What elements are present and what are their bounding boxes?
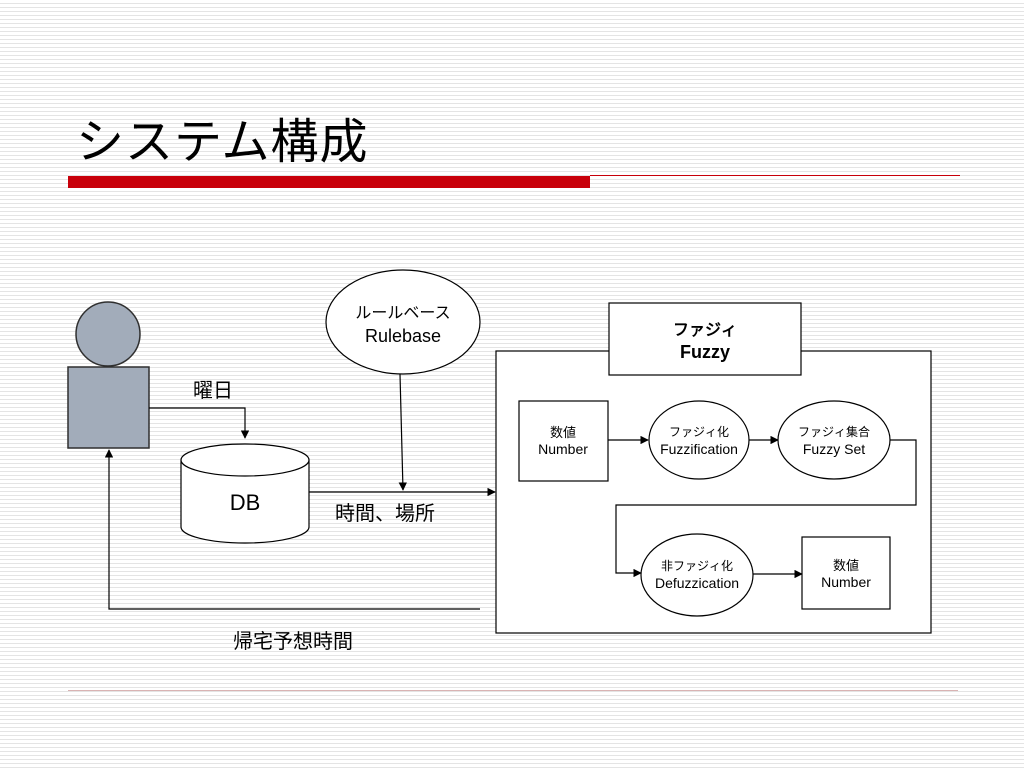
rulebase-arrow	[398, 373, 408, 491]
db-cylinder: DB	[180, 443, 310, 544]
user-figure	[67, 301, 150, 449]
return-time-label: 帰宅予想時間	[233, 629, 353, 653]
rulebase-jp-label: ルールベース	[355, 303, 450, 322]
title-underline-red	[68, 176, 590, 188]
rulebase-node: ルールベース Rulebase	[325, 269, 481, 375]
defuzzification-node: 非ファジィ化 Defuzzication	[640, 533, 754, 617]
number-output-box: 数値 Number	[801, 536, 891, 610]
fuzzy-en-label: Fuzzy	[680, 342, 730, 362]
defuzzification-en-label: Defuzzication	[655, 575, 739, 591]
fuzzy-set-node: ファジィ集合 Fuzzy Set	[777, 400, 891, 480]
number-input-en-label: Number	[538, 441, 588, 457]
db-label: DB	[230, 490, 261, 515]
return-time-arrow	[104, 449, 480, 610]
rulebase-en-label: Rulebase	[365, 326, 441, 346]
title-underline-thin	[590, 175, 960, 176]
page-title: システム構成	[76, 114, 369, 170]
fuzzy-set-en-label: Fuzzy Set	[803, 441, 865, 457]
fuzzy-set-to-defuzzification-arrow	[615, 439, 917, 578]
number-output-en-label: Number	[821, 574, 871, 590]
fuzzification-en-label: Fuzzification	[660, 441, 738, 457]
fuzzification-node: ファジィ化 Fuzzification	[648, 400, 750, 480]
fuzzy-set-jp-label: ファジィ集合	[798, 424, 870, 439]
number-output-jp-label: 数値	[833, 558, 859, 574]
fuzzification-jp-label: ファジィ化	[669, 425, 729, 439]
number-input-box: 数値 Number	[518, 400, 609, 482]
number-input-jp-label: 数値	[550, 425, 576, 441]
user-head-icon	[75, 301, 141, 367]
defuzzification-jp-label: 非ファジィ化	[661, 559, 733, 573]
weekday-arrow	[149, 407, 250, 439]
fuzzy-title-box: ファジィ Fuzzy	[608, 302, 802, 376]
weekday-label: 曜日	[193, 378, 233, 402]
footer-divider	[68, 690, 958, 691]
user-body-icon	[67, 366, 150, 449]
time-place-label: 時間、場所	[335, 501, 435, 525]
fuzzy-jp-label: ファジィ	[673, 322, 737, 339]
